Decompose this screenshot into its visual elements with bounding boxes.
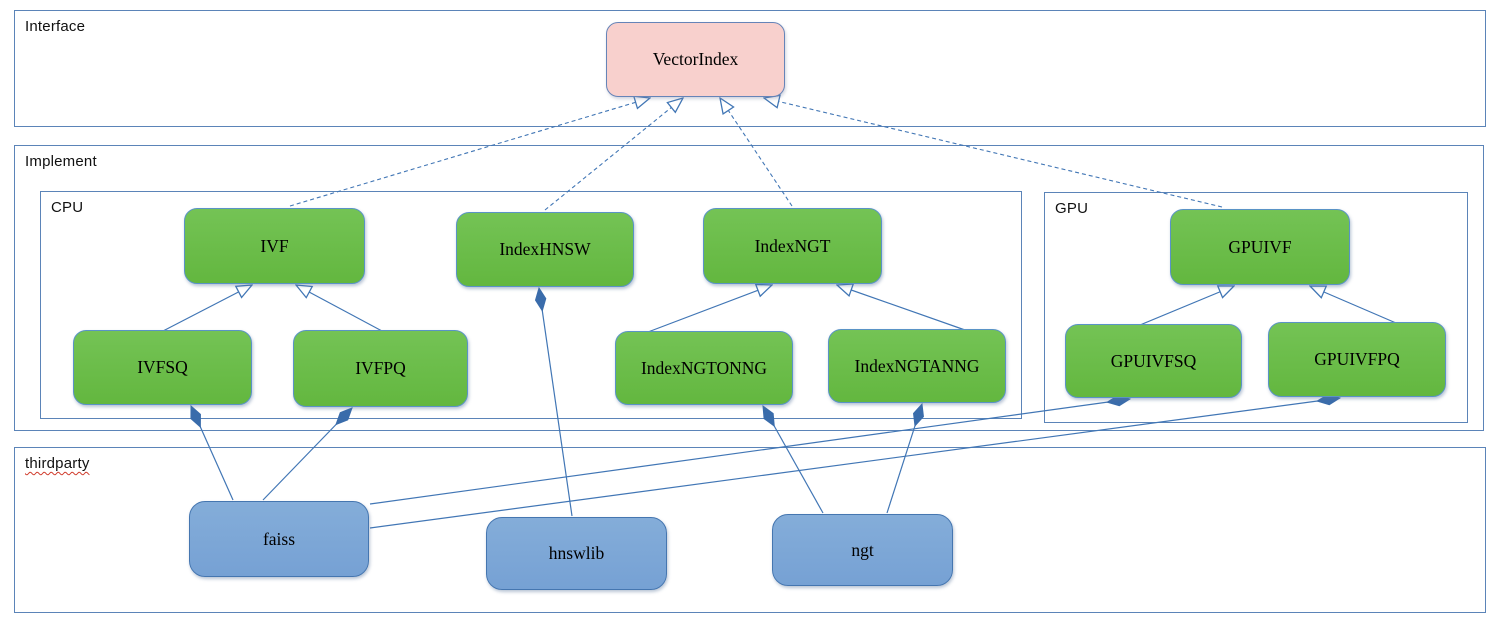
node-indexhnsw[interactable]: IndexHNSW (456, 212, 634, 287)
edge-realization-ivf-vectorindex (289, 98, 650, 207)
node-ivfsq[interactable]: IVFSQ (73, 330, 252, 405)
node-hnswlib-label: hnswlib (548, 543, 605, 563)
node-gpuivfpq-label: GPUIVFPQ (1314, 349, 1400, 369)
node-indexngtanng[interactable]: IndexNGTANNG (828, 329, 1006, 403)
edge-realization-gpuivf-vectorindex (764, 98, 1223, 208)
node-hnswlib[interactable]: hnswlib (486, 517, 667, 590)
container-interface-label: Interface (25, 18, 86, 35)
container-thirdparty-label: thirdparty (25, 455, 90, 472)
node-gpuivfsq-label: GPUIVFSQ (1110, 350, 1197, 371)
node-faiss-label: faiss (262, 528, 296, 549)
node-ivfsq-label: IVFSQ (137, 357, 188, 377)
edge-generalization-indexngtonng-indexngt (647, 285, 772, 333)
edge-composition-gpuivfpq-faiss (369, 393, 1342, 529)
edge-composition-gpuivfsq-faiss (369, 394, 1132, 505)
node-vectorindex-label: VectorIndex (652, 49, 739, 69)
node-ngt-label: ngt (851, 539, 874, 560)
node-gpuivfsq[interactable]: GPUIVFSQ (1065, 324, 1242, 398)
node-ivfpq[interactable]: IVFPQ (293, 330, 468, 407)
edge-realization-indexhnsw-vectorindex (544, 98, 683, 211)
edge-generalization-ivfpq-ivf (296, 285, 383, 332)
edge-generalization-indexngtanng-indexngt (837, 285, 966, 331)
container-implement-label: Implement (25, 153, 97, 170)
edge-generalization-gpuivfpq-gpuivf (1310, 286, 1397, 324)
node-gpuivf-label: GPUIVF (1228, 236, 1292, 257)
node-indexhnsw-label: IndexHNSW (499, 239, 591, 259)
node-ngt[interactable]: ngt (772, 514, 953, 586)
container-thirdparty[interactable]: thirdparty (14, 447, 1486, 613)
edge-realization-indexngt-vectorindex (720, 98, 793, 207)
node-indexngtanng-label: IndexNGTANNG (854, 355, 980, 376)
node-indexngt[interactable]: IndexNGT (703, 208, 882, 284)
edge-generalization-ivfsq-ivf (162, 285, 252, 332)
container-gpu-label: GPU (1055, 200, 1089, 217)
node-faiss[interactable]: faiss (189, 501, 369, 577)
node-indexngtonng[interactable]: IndexNGTONNG (615, 331, 793, 405)
node-vectorindex[interactable]: VectorIndex (606, 22, 785, 97)
container-cpu-label: CPU (51, 199, 84, 216)
node-ivf-label: IVF (260, 235, 289, 256)
edge-generalization-gpuivfsq-gpuivf (1139, 286, 1234, 326)
edge-composition-indexngtonng-ngt (762, 404, 824, 514)
node-indexngtonng-label: IndexNGTONNG (640, 357, 768, 378)
node-gpuivfpq[interactable]: GPUIVFPQ (1268, 322, 1446, 397)
container-gpu[interactable]: GPU (1044, 192, 1468, 423)
edge-composition-indexngtanng-ngt (886, 402, 924, 514)
edge-composition-indexhnsw-hnswlib (534, 286, 573, 517)
container-cpu[interactable]: CPU (40, 191, 1022, 419)
node-ivfpq-label: IVFPQ (355, 358, 406, 378)
edge-composition-ivfpq-faiss (262, 407, 353, 501)
container-interface[interactable]: Interface (14, 10, 1486, 127)
container-implement[interactable]: Implement (14, 145, 1484, 431)
edge-composition-ivfsq-faiss (190, 404, 234, 501)
node-gpuivf[interactable]: GPUIVF (1170, 209, 1350, 285)
node-ivf[interactable]: IVF (184, 208, 365, 284)
node-indexngt-label: IndexNGT (754, 235, 831, 256)
